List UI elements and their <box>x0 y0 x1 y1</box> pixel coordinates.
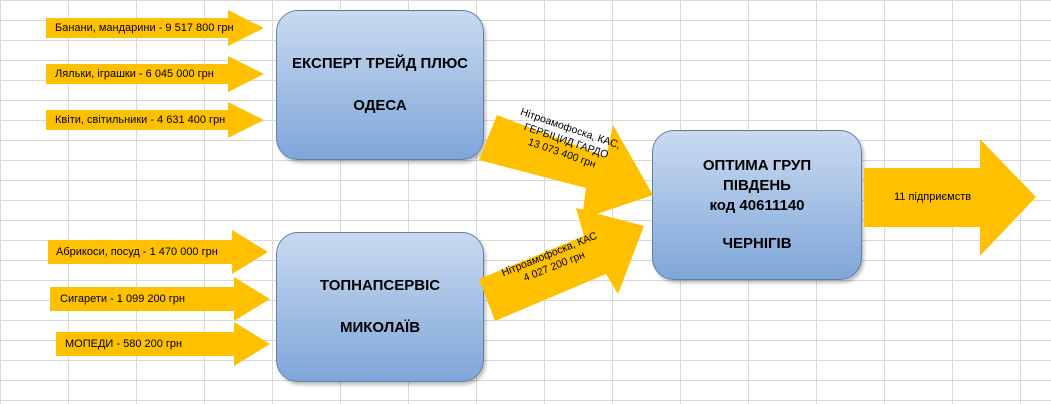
input-label-dolls: Ляльки, іграшки - 6 045 000 грн <box>55 67 214 80</box>
input-arrow-dolls: Ляльки, іграшки - 6 045 000 грн <box>46 56 264 92</box>
input-label-cigarettes: Сигарети - 1 099 200 грн <box>60 292 186 305</box>
company-city-mykolaiv: МИКОЛАЇВ <box>339 319 421 336</box>
company-name-chernihiv: ОПТИМА ГРУП <box>702 157 812 174</box>
input-label-bananas: Банани, мандарини - 9 517 800 грн <box>55 21 234 34</box>
input-arrow-cigarettes: Сигарети - 1 099 200 грн <box>50 277 270 321</box>
output-label: 11 підприємств <box>894 191 972 203</box>
company-city-chernihiv: ЧЕРНІГІВ <box>722 235 792 252</box>
company-box-mykolaiv: ТОПНАПСЕРВІС МИКОЛАЇВ <box>276 232 484 382</box>
input-label-apricots: Абрикоси, посуд - 1 470 000 грн <box>56 245 218 258</box>
company-name-chernihiv-2: ПІВДЕНЬ <box>723 177 791 194</box>
input-label-flowers: Квіти, світильники - 4 631 400 грн <box>55 113 226 126</box>
input-arrow-mopeds: МОПЕДИ - 580 200 грн <box>56 322 270 366</box>
company-name-odesa: ЕКСПЕРТ ТРЕЙД ПЛЮС <box>292 55 468 72</box>
company-city-odesa: ОДЕСА <box>353 97 407 114</box>
input-arrow-flowers: Квіти, світильники - 4 631 400 грн <box>46 102 264 138</box>
output-arrow: 11 підприємств <box>864 139 1036 256</box>
company-box-odesa: ЕКСПЕРТ ТРЕЙД ПЛЮС ОДЕСА <box>276 10 484 160</box>
company-box-chernihiv: ОПТИМА ГРУП ПІВДЕНЬ код 40611140 ЧЕРНІГІ… <box>652 130 862 280</box>
company-name-mykolaiv: ТОПНАПСЕРВІС <box>319 277 441 294</box>
input-arrow-apricots: Абрикоси, посуд - 1 470 000 грн <box>48 230 268 274</box>
input-arrow-bananas: Банани, мандарини - 9 517 800 грн <box>46 10 264 46</box>
input-label-mopeds: МОПЕДИ - 580 200 грн <box>65 337 183 350</box>
company-code-chernihiv: код 40611140 <box>709 197 805 214</box>
